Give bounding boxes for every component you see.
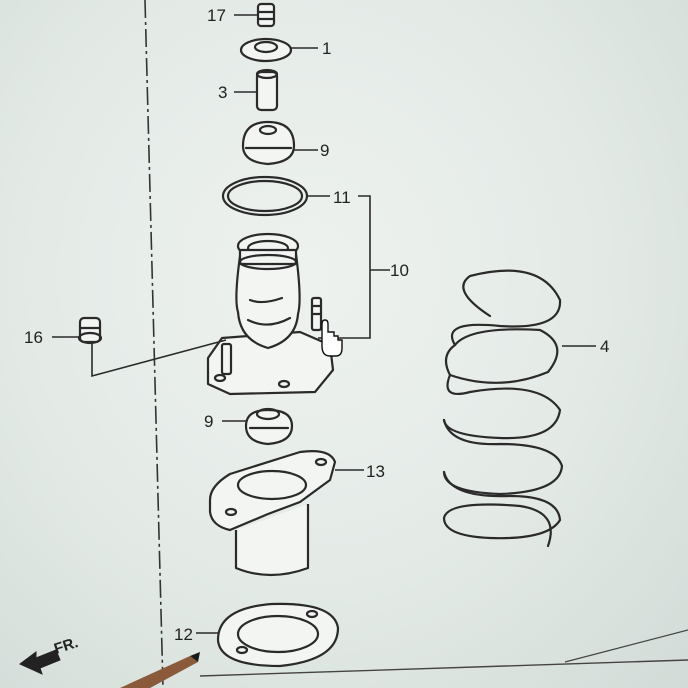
left-border-line: [144, 0, 164, 688]
front-direction-arrow-icon: [19, 649, 61, 675]
part-12-seat-ring: [216, 602, 340, 668]
part-3-collar: [255, 68, 279, 112]
hand-pointer-icon: [321, 319, 343, 357]
part-10-mount-base: [206, 232, 335, 396]
pen-tip: [120, 652, 200, 688]
part-9-lower-bushing: [244, 407, 294, 446]
callout-17: 17: [207, 6, 226, 25]
part-1-washer: [239, 37, 293, 63]
part-16-nut: [77, 316, 103, 345]
callout-3: 3: [218, 83, 227, 102]
callout-12: 12: [174, 625, 193, 644]
callout-1: 1: [322, 39, 331, 58]
callout-13: 13: [366, 462, 385, 481]
bottom-border-line: [199, 659, 688, 677]
part-9-upper-bushing: [241, 120, 296, 166]
callout-9-upper: 9: [320, 141, 329, 160]
part-11-o-ring: [221, 175, 309, 217]
part-13-spring-seat: [208, 450, 337, 577]
right-bottom-line: [564, 629, 688, 663]
callout-11: 11: [333, 188, 351, 207]
callout-10: 10: [390, 261, 409, 280]
callout-16: 16: [24, 328, 43, 347]
part-4-coil-spring: [442, 269, 564, 548]
callout-9-lower: 9: [204, 412, 213, 431]
callout-4: 4: [600, 337, 609, 356]
direction-label: FR.: [52, 634, 80, 658]
part-17-nut: [256, 2, 276, 28]
